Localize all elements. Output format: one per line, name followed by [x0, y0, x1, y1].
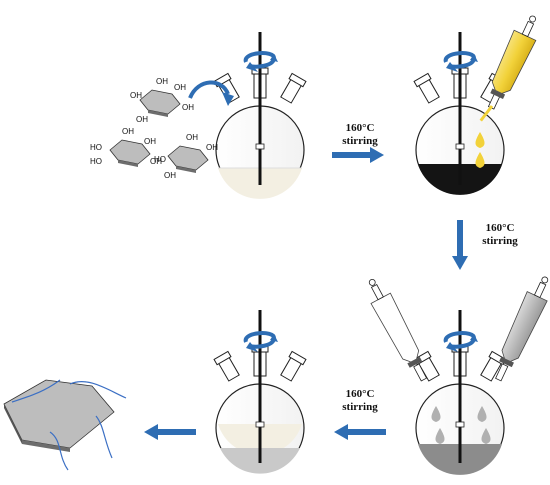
glucose-molecule: OH OH OH OH OH: [130, 77, 194, 124]
flask-1: [213, 32, 307, 199]
curved-arrow-icon: [188, 80, 234, 106]
rotation-arrow-icon: [243, 51, 278, 72]
droplet: [475, 152, 485, 168]
hydroxyl-label: OH: [144, 137, 156, 146]
hydroxyl-label: HO: [154, 155, 166, 164]
hydroxyl-label: OH: [156, 77, 168, 86]
droplet: [475, 132, 485, 148]
flask-3: [413, 310, 507, 475]
carbon-wire: [49, 431, 69, 471]
rotation-arrow-icon: [443, 331, 478, 352]
flask-4: [213, 310, 307, 474]
hydroxyl-label: OH: [182, 103, 194, 112]
process-arrow-icon: [334, 424, 386, 440]
hydroxyl-label: OH: [122, 127, 134, 136]
carbon-wire: [69, 381, 127, 399]
dropping-funnel-grey: [495, 276, 549, 382]
step-1-label: 160°C stirring: [330, 122, 390, 148]
hydroxyl-label: OH: [206, 143, 218, 152]
carbon-wire: [11, 379, 61, 403]
flask-2: [413, 32, 507, 195]
product-sheet: [3, 379, 127, 471]
temperature-label: 160°C: [485, 222, 515, 234]
condition-label: stirring: [482, 235, 518, 247]
process-arrow-icon: [144, 424, 196, 440]
hydroxyl-label: HO: [90, 143, 102, 152]
condition-label: stirring: [342, 135, 378, 147]
hydroxyl-label: OH: [136, 115, 148, 124]
temperature-label: 160°C: [345, 388, 375, 400]
dropping-funnel-yellow: [479, 15, 537, 122]
dropping-funnel-white: [368, 279, 428, 382]
hydroxyl-label: OH: [150, 157, 162, 166]
process-arrow-icon: [332, 147, 384, 163]
droplet: [481, 428, 491, 444]
hydroxyl-label: OH: [174, 83, 186, 92]
process-arrow-icon: [452, 220, 468, 270]
glucose-molecule: OH OH HO OH: [154, 133, 218, 180]
carbon-wire: [95, 415, 113, 459]
rotation-arrow-icon: [243, 331, 278, 352]
glucose-molecule: OH OH OH HO HO: [90, 127, 162, 167]
temperature-label: 160°C: [345, 122, 375, 134]
step-2-label: 160°C stirring: [470, 222, 530, 248]
droplet: [431, 406, 441, 422]
condition-label: stirring: [342, 401, 378, 413]
droplet: [435, 428, 445, 444]
step-3-label: 160°C stirring: [330, 388, 390, 414]
hydroxyl-label: OH: [186, 133, 198, 142]
hydroxyl-label: OH: [130, 91, 142, 100]
droplet: [477, 406, 487, 422]
hydroxyl-label: HO: [90, 157, 102, 166]
hydroxyl-label: OH: [164, 171, 176, 180]
rotation-arrow-icon: [443, 51, 478, 72]
